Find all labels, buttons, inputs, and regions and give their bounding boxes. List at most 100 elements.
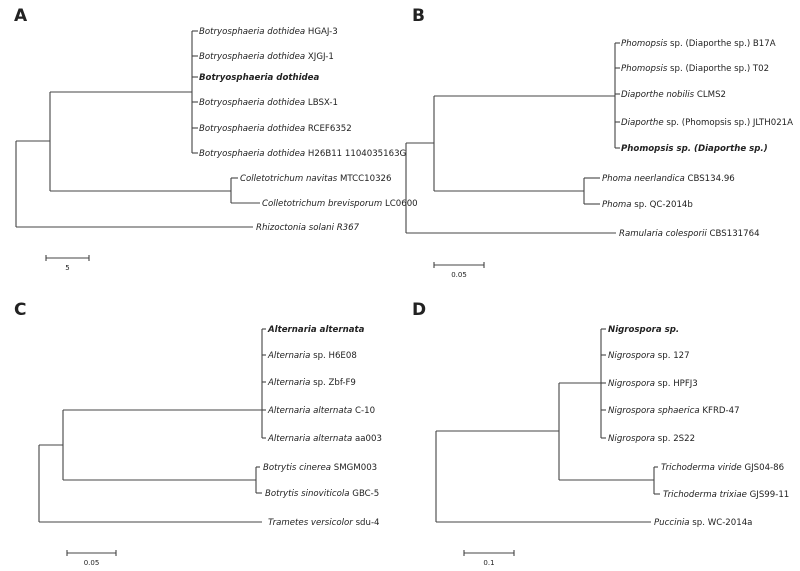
taxon-name: Colletotrichum brevisporum bbox=[262, 199, 382, 209]
taxon-strain: HGAJ-3 bbox=[305, 27, 338, 37]
taxon-strain: CBS134.96 bbox=[685, 174, 735, 184]
taxon-name: Diaporthe nobilis bbox=[621, 90, 695, 100]
taxon-strain: GBC-5 bbox=[350, 489, 380, 499]
taxon-name: Botryosphaeria dothidea bbox=[199, 73, 320, 83]
taxon-name: Trametes versicolor bbox=[268, 518, 353, 528]
taxon-label: Botryosphaeria dothidea HGAJ-3 bbox=[199, 27, 338, 37]
taxon-label: Botryosphaeria dothidea bbox=[199, 73, 320, 83]
taxon-name: Trichoderma viride bbox=[661, 463, 742, 473]
taxon-label: Phomopsis sp. (Diaporthe sp.) bbox=[621, 144, 768, 154]
taxon-strain: CLMS2 bbox=[694, 90, 726, 100]
taxon-strain: CBS131764 bbox=[707, 229, 760, 239]
taxon-name: Phomopsis bbox=[621, 64, 668, 74]
taxon-label: Alternaria alternata C-10 bbox=[267, 406, 375, 416]
taxon-label: Colletotrichum brevisporum LC0600 bbox=[262, 199, 418, 209]
taxon-name: Nigrospora sp. bbox=[608, 325, 679, 335]
taxon-label: Nigrospora sp. 2S22 bbox=[608, 434, 695, 444]
taxon-label: Nigrospora sphaerica KFRD-47 bbox=[608, 406, 740, 416]
taxon-name: Alternaria bbox=[267, 378, 310, 388]
taxon-name: Botryosphaeria dothidea bbox=[199, 98, 305, 108]
taxon-strain: sp. WC-2014a bbox=[690, 518, 753, 528]
taxon-strain: sp. HPFJ3 bbox=[655, 379, 698, 389]
taxon-label: Alternaria alternata bbox=[267, 325, 365, 335]
taxon-label: Botryosphaeria dothidea H26B11 110403516… bbox=[199, 149, 406, 159]
taxon-label: Alternaria sp. H6E08 bbox=[267, 351, 357, 361]
taxon-name: Alternaria bbox=[267, 351, 310, 361]
taxon-label: Nigrospora sp. bbox=[608, 325, 679, 335]
taxon-strain: sp. H6E08 bbox=[310, 351, 356, 361]
panel-b-label: B bbox=[412, 6, 425, 26]
taxon-name: Alternaria alternata bbox=[267, 325, 365, 335]
taxon-label: Rhizoctonia solani R367 bbox=[256, 223, 360, 233]
taxon-label: Trametes versicolor sdu-4 bbox=[268, 518, 380, 528]
taxon-strain: sp. (Phomopsis sp.) JLTH021A bbox=[664, 118, 794, 128]
taxon-strain: sp. 2S22 bbox=[655, 434, 695, 444]
taxon-label: Puccinia sp. WC-2014a bbox=[654, 518, 752, 528]
taxon-strain: C-10 bbox=[352, 406, 375, 416]
taxon-label: Phomopsis sp. (Diaporthe sp.) B17A bbox=[621, 39, 776, 49]
taxon-name: Trichoderma trixiae bbox=[663, 490, 747, 500]
taxon-label: Botryosphaeria dothidea RCEF6352 bbox=[199, 124, 352, 134]
taxon-name: Nigrospora bbox=[608, 351, 655, 361]
taxon-label: Botrytis sinoviticola GBC-5 bbox=[265, 489, 379, 499]
taxon-name: Nigrospora sphaerica bbox=[608, 406, 700, 416]
taxon-name: Botryosphaeria dothidea bbox=[199, 52, 305, 62]
panel-d-label: D bbox=[412, 300, 427, 320]
scale-bar-label: 0.05 bbox=[84, 559, 100, 567]
taxon-name: Botryosphaeria dothidea bbox=[199, 27, 305, 37]
taxon-name: Alternaria alternata bbox=[267, 434, 352, 444]
scale-bar-label: 5 bbox=[65, 264, 69, 272]
taxon-strain: LBSX-1 bbox=[305, 98, 338, 108]
taxon-label: Botryosphaeria dothidea XJGJ-1 bbox=[199, 52, 334, 62]
taxon-label: Botryosphaeria dothidea LBSX-1 bbox=[199, 98, 338, 108]
panel-c-label: C bbox=[14, 300, 27, 320]
taxon-label: Phoma sp. QC-2014b bbox=[602, 200, 693, 210]
taxon-label: Alternaria alternata aa003 bbox=[267, 434, 382, 444]
taxon-strain: aa003 bbox=[352, 434, 382, 444]
taxon-name: Alternaria alternata bbox=[267, 406, 352, 416]
panel-a-label: A bbox=[14, 6, 28, 26]
taxon-strain: H26B11 1104035163G bbox=[305, 149, 406, 159]
taxon-label: Alternaria sp. Zbf-F9 bbox=[267, 378, 356, 388]
taxon-strain: XJGJ-1 bbox=[305, 52, 334, 62]
taxon-label: Diaporthe sp. (Phomopsis sp.) JLTH021A bbox=[621, 118, 793, 128]
taxon-strain: sp. (Diaporthe sp.) T02 bbox=[667, 64, 769, 74]
taxon-label: Trichoderma viride GJS04-86 bbox=[661, 463, 784, 473]
taxon-strain: sdu-4 bbox=[353, 518, 380, 528]
taxon-label: Phoma neerlandica CBS134.96 bbox=[602, 174, 735, 184]
scale-bar-label: 0.05 bbox=[451, 271, 467, 279]
taxon-name: Phoma neerlandica bbox=[602, 174, 685, 184]
taxon-name: Botrytis sinoviticola bbox=[265, 489, 350, 499]
taxon-strain: MTCC10326 bbox=[337, 174, 391, 184]
taxon-name: Botryosphaeria dothidea bbox=[199, 149, 305, 159]
taxon-strain: SMGM003 bbox=[331, 463, 377, 473]
taxon-name: Phoma bbox=[602, 200, 632, 210]
taxon-name: Rhizoctonia solani R367 bbox=[256, 223, 360, 233]
taxon-name: Nigrospora bbox=[608, 379, 655, 389]
taxon-name: Botryosphaeria dothidea bbox=[199, 124, 305, 134]
taxon-label: Trichoderma trixiae GJS99-11 bbox=[663, 490, 789, 500]
taxon-name: Colletotrichum navitas bbox=[240, 174, 338, 184]
taxon-label: Botrytis cinerea SMGM003 bbox=[263, 463, 377, 473]
taxon-name: Ramularia colesporii bbox=[619, 229, 707, 239]
scale-bar-label: 0.1 bbox=[483, 559, 494, 567]
taxon-label: Phomopsis sp. (Diaporthe sp.) T02 bbox=[621, 64, 769, 74]
taxon-strain: GJS04-86 bbox=[742, 463, 784, 473]
taxon-strain: GJS99-11 bbox=[747, 490, 789, 500]
taxon-label: Diaporthe nobilis CLMS2 bbox=[621, 90, 726, 100]
taxon-strain: sp. 127 bbox=[655, 351, 690, 361]
taxon-name: Botrytis cinerea bbox=[263, 463, 331, 473]
taxon-label: Ramularia colesporii CBS131764 bbox=[619, 229, 760, 239]
taxon-name: Puccinia bbox=[654, 518, 690, 528]
taxon-label: Colletotrichum navitas MTCC10326 bbox=[240, 174, 392, 184]
taxon-strain: KFRD-47 bbox=[700, 406, 740, 416]
taxon-name: Nigrospora bbox=[608, 434, 655, 444]
taxon-name: Phomopsis bbox=[621, 39, 668, 49]
taxon-name: Diaporthe bbox=[621, 118, 664, 128]
taxon-strain: LC0600 bbox=[382, 199, 417, 209]
taxon-strain: sp. Zbf-F9 bbox=[310, 378, 356, 388]
taxon-strain: sp. (Diaporthe sp.) B17A bbox=[667, 39, 775, 49]
taxon-name: Phomopsis sp. (Diaporthe sp.) bbox=[621, 144, 768, 154]
taxon-strain: RCEF6352 bbox=[305, 124, 352, 134]
